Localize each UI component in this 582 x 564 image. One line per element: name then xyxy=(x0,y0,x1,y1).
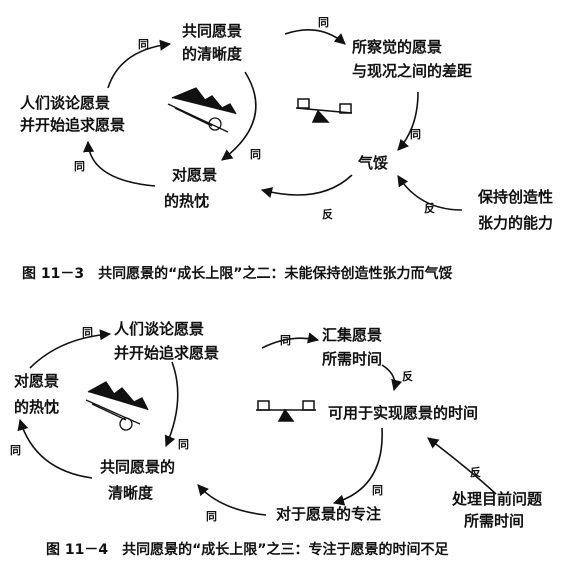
seesaw-icon xyxy=(295,98,353,123)
arrow-people-to-clarity-2 xyxy=(164,361,179,448)
node-current-1: 处理目前问题 xyxy=(452,490,543,508)
arrow-gather-to-time xyxy=(381,364,403,392)
polarity-opposite: 反 xyxy=(424,202,435,215)
sled-icon-2 xyxy=(85,381,149,431)
polarity-same: 同 xyxy=(178,438,189,451)
node-current-2: 所需时间 xyxy=(464,512,525,530)
polarity-opposite: 反 xyxy=(470,466,481,479)
polarity-same: 同 xyxy=(250,148,261,161)
node-focus: 对于愿景的专注 xyxy=(276,505,382,523)
node-clarity-2: 清晰度 xyxy=(108,484,154,502)
arrow-gap-to-discourage xyxy=(397,91,419,151)
node-gather-1: 汇集愿景 xyxy=(322,326,383,344)
node-people-2: 并开始追求愿景 xyxy=(20,116,126,134)
arrow-current-to-time xyxy=(427,437,497,495)
caption-fig-11-3: 图 11－3 共同愿景的“成长上限”之二：未能保持创造性张力而气馁 xyxy=(22,266,453,282)
polarity-same: 同 xyxy=(318,16,329,29)
polarity-same: 同 xyxy=(82,326,93,339)
polarity-same: 同 xyxy=(10,444,21,457)
seesaw-icon-2 xyxy=(256,400,316,422)
polarity-same: 同 xyxy=(138,38,149,51)
node-time: 可用于实现愿景的时间 xyxy=(328,404,479,422)
polarity-same: 同 xyxy=(280,334,291,347)
arrow-ability-to-discourage xyxy=(397,175,463,211)
arrow-clarity-to-passion xyxy=(221,71,257,161)
node-passion-2: 的热忱 xyxy=(164,192,210,210)
node-clarity-1: 共同愿景 xyxy=(182,22,243,40)
arrow-focus-to-clarity xyxy=(197,484,267,516)
node-people-2: 并开始追求愿景 xyxy=(114,344,220,362)
arrow-clarity-to-gap xyxy=(284,28,346,45)
node-ability-1: 保持创造性 xyxy=(478,188,554,206)
polarity-opposite: 反 xyxy=(402,370,413,383)
polarity-same: 同 xyxy=(74,160,85,173)
node-gather-2: 所需时间 xyxy=(322,350,383,368)
arrow-clarity-to-passion-2 xyxy=(17,418,93,479)
polarity-opposite: 反 xyxy=(322,208,333,221)
node-ability-2: 张力的能力 xyxy=(478,214,554,232)
arrow-passion-to-people xyxy=(82,140,156,187)
node-people-1: 人们谈论愿景 xyxy=(20,94,111,112)
polarity-same: 同 xyxy=(372,484,383,497)
node-gap-1: 所察觉的愿景 xyxy=(352,38,443,56)
caption-fig-11-4: 图 11－4 共同愿景的“成长上限”之三：专注于愿景的时间不足 xyxy=(46,542,449,558)
node-passion-1: 对愿景 xyxy=(172,166,218,184)
arrow-passion-to-people-2 xyxy=(29,329,112,369)
node-gap-2: 与现况之间的差距 xyxy=(352,62,473,80)
node-people-1: 人们谈论愿景 xyxy=(114,320,205,338)
arrow-discourage-to-passion xyxy=(260,174,353,198)
node-clarity-1: 共同愿景的 xyxy=(100,458,176,476)
node-passion-1: 对愿景 xyxy=(14,372,60,390)
arrow-time-to-focus xyxy=(332,427,383,506)
arrow-people-to-gather xyxy=(261,332,320,349)
polarity-same: 同 xyxy=(410,128,421,141)
polarity-same: 同 xyxy=(206,510,217,523)
node-discourage: 气馁 xyxy=(358,154,389,172)
node-clarity-2: 的清晰度 xyxy=(182,45,243,63)
sled-icon xyxy=(167,87,237,133)
node-passion-2: 的热忱 xyxy=(14,398,60,416)
arrow-people-to-clarity xyxy=(107,39,172,89)
